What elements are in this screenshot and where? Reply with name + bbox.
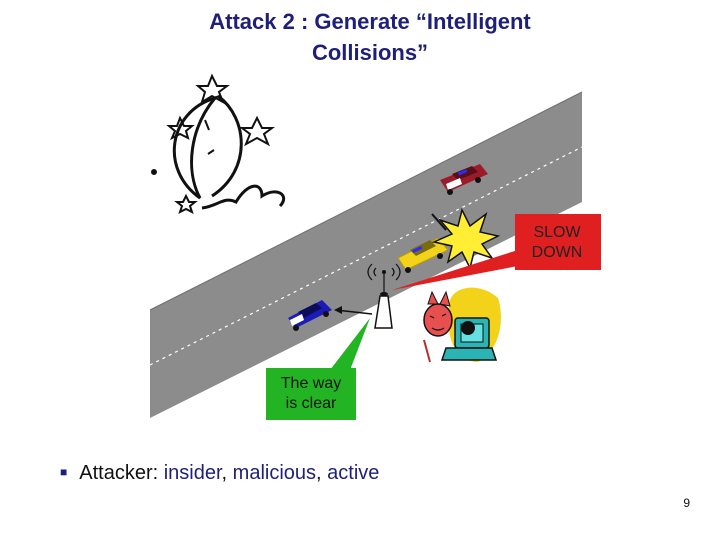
- blue-car: [288, 300, 332, 331]
- road-edge-top: [149, 91, 583, 311]
- bullet-insider: insider: [163, 462, 222, 484]
- slide-title-line1: Attack 2 : Generate “Intelligent: [209, 9, 531, 34]
- red-car: [440, 164, 488, 195]
- bullet-marker-icon: ■: [60, 465, 68, 479]
- slow-down-callout-pointer: [392, 250, 518, 290]
- antenna-icon: [367, 263, 401, 329]
- clear-callout-box: [266, 368, 356, 420]
- slow-down-callout-text: SLOW DOWN: [515, 223, 599, 263]
- page-number: 9: [683, 496, 690, 510]
- bullet-label: Attacker:: [79, 462, 159, 484]
- clear-callout-pointer: [330, 318, 370, 370]
- bullet-active: active: [327, 462, 380, 484]
- slide-title: Attack 2 : Generate “Intelligent Collisi…: [120, 6, 620, 68]
- yellow-car: [397, 237, 449, 273]
- bullet-malicious: malicious: [232, 462, 317, 484]
- slow-down-callout-box: [515, 214, 601, 270]
- slide-title-line2: Collisions”: [311, 40, 429, 65]
- attacker-bullet: ■ Attacker: insider, malicious, active: [60, 462, 379, 485]
- clear-line2: is clear: [285, 395, 337, 412]
- attacker-icon: [423, 287, 501, 363]
- moon-night-icon: [151, 73, 286, 214]
- bullet-sep-2: ,: [316, 462, 328, 484]
- clear-line1: The way: [280, 375, 342, 392]
- clear-callout-text: The way is clear: [268, 374, 354, 414]
- slow-line: SLOW: [533, 224, 581, 241]
- down-line: DOWN: [531, 244, 583, 261]
- bullet-sep-1: ,: [221, 462, 233, 484]
